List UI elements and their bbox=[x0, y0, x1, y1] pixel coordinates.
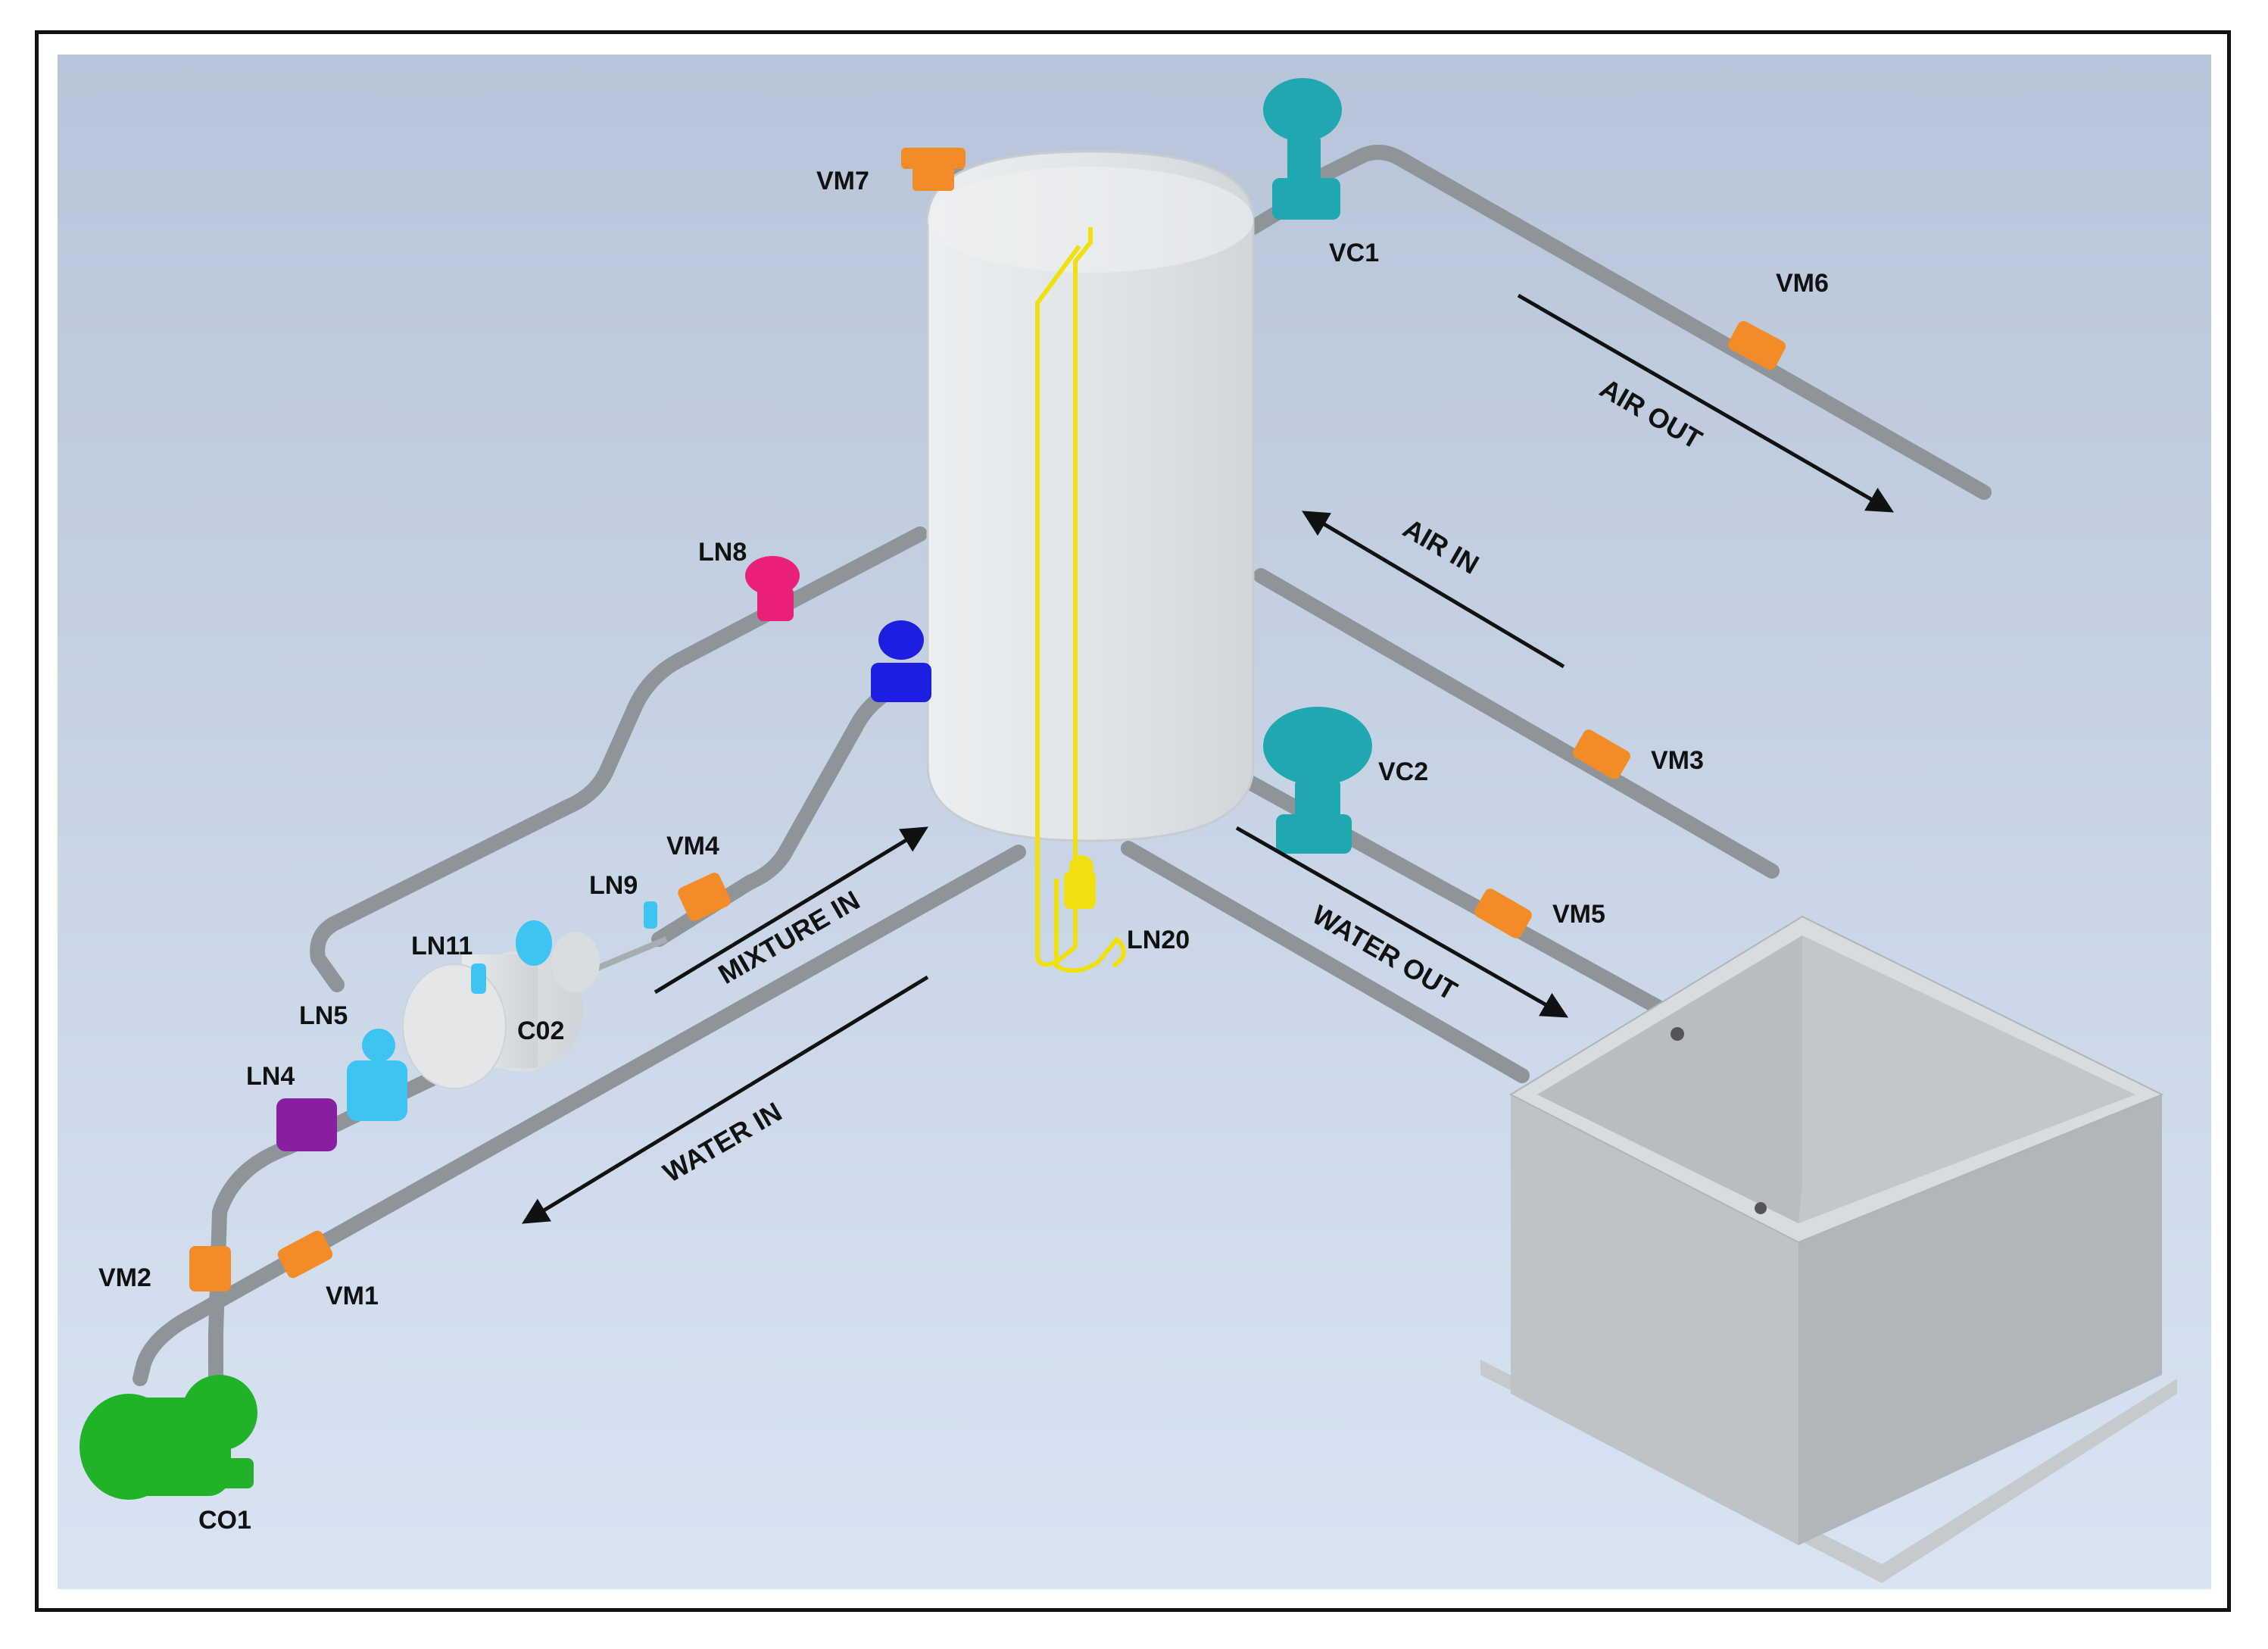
pipe-air-in bbox=[1253, 568, 1780, 879]
vm7-label: VM7 bbox=[816, 167, 869, 195]
ln5-label: LN5 bbox=[299, 1001, 348, 1030]
mixture-in-arrow bbox=[654, 826, 928, 995]
pipe-air-out bbox=[1246, 145, 1992, 500]
vc2-control-valve-icon bbox=[1263, 707, 1372, 854]
vm4-label: VM4 bbox=[666, 832, 719, 860]
pipe-tank-bottom bbox=[1121, 841, 1530, 1083]
water-out-arrow bbox=[1235, 826, 1569, 1018]
vm3-valve-icon bbox=[1573, 729, 1630, 779]
pipe-ln8 bbox=[310, 526, 928, 992]
ln20-label: LN20 bbox=[1127, 926, 1190, 954]
ln20-level-gauge bbox=[1035, 227, 1126, 973]
vm7-valve-icon bbox=[901, 148, 966, 191]
vm6-valve-icon bbox=[1728, 320, 1786, 370]
vm6-label: VM6 bbox=[1776, 269, 1829, 298]
water-in-arrow bbox=[522, 975, 929, 1224]
vc2-label: VC2 bbox=[1378, 757, 1428, 786]
vm1-valve-icon bbox=[277, 1230, 333, 1279]
vm2-label: VM2 bbox=[98, 1263, 151, 1292]
ln11-sensor-icon bbox=[471, 920, 552, 994]
ln11-label: LN11 bbox=[411, 932, 473, 960]
ln9-label: LN9 bbox=[589, 871, 638, 900]
ln5-sensor-icon bbox=[347, 1029, 407, 1121]
ln4-label: LN4 bbox=[246, 1062, 295, 1091]
vc1-label: VC1 bbox=[1329, 239, 1379, 267]
air-out-arrow bbox=[1517, 293, 1895, 513]
ln20-sensor bbox=[1064, 855, 1096, 909]
ln9-sensor-icon bbox=[644, 901, 657, 929]
vm2-valve-icon bbox=[189, 1246, 231, 1291]
pipe-water-out bbox=[1204, 754, 1666, 1015]
air-in-arrow bbox=[1301, 511, 1565, 669]
flow-arrows bbox=[522, 293, 1895, 1224]
vm5-valve-icon bbox=[1474, 889, 1532, 938]
pipe-water-in bbox=[133, 845, 1026, 1386]
water-reservoir bbox=[1480, 915, 2177, 1583]
vm3-label: VM3 bbox=[1651, 746, 1704, 775]
vm1-label: VM1 bbox=[326, 1282, 379, 1310]
blue-flowmeter-icon bbox=[871, 620, 931, 702]
separator-tank bbox=[926, 150, 1255, 842]
ln4-sensor-icon bbox=[276, 1098, 337, 1151]
co1-label: CO1 bbox=[198, 1506, 251, 1535]
co1-pump-icon bbox=[80, 1375, 257, 1500]
c02-label: C02 bbox=[517, 1017, 564, 1045]
ln8-sensor-icon bbox=[745, 556, 800, 621]
vc1-control-valve-icon bbox=[1263, 78, 1342, 220]
vm4-valve-icon bbox=[678, 873, 731, 921]
vm5-label: VM5 bbox=[1552, 900, 1605, 929]
ln8-label: LN8 bbox=[698, 538, 747, 567]
